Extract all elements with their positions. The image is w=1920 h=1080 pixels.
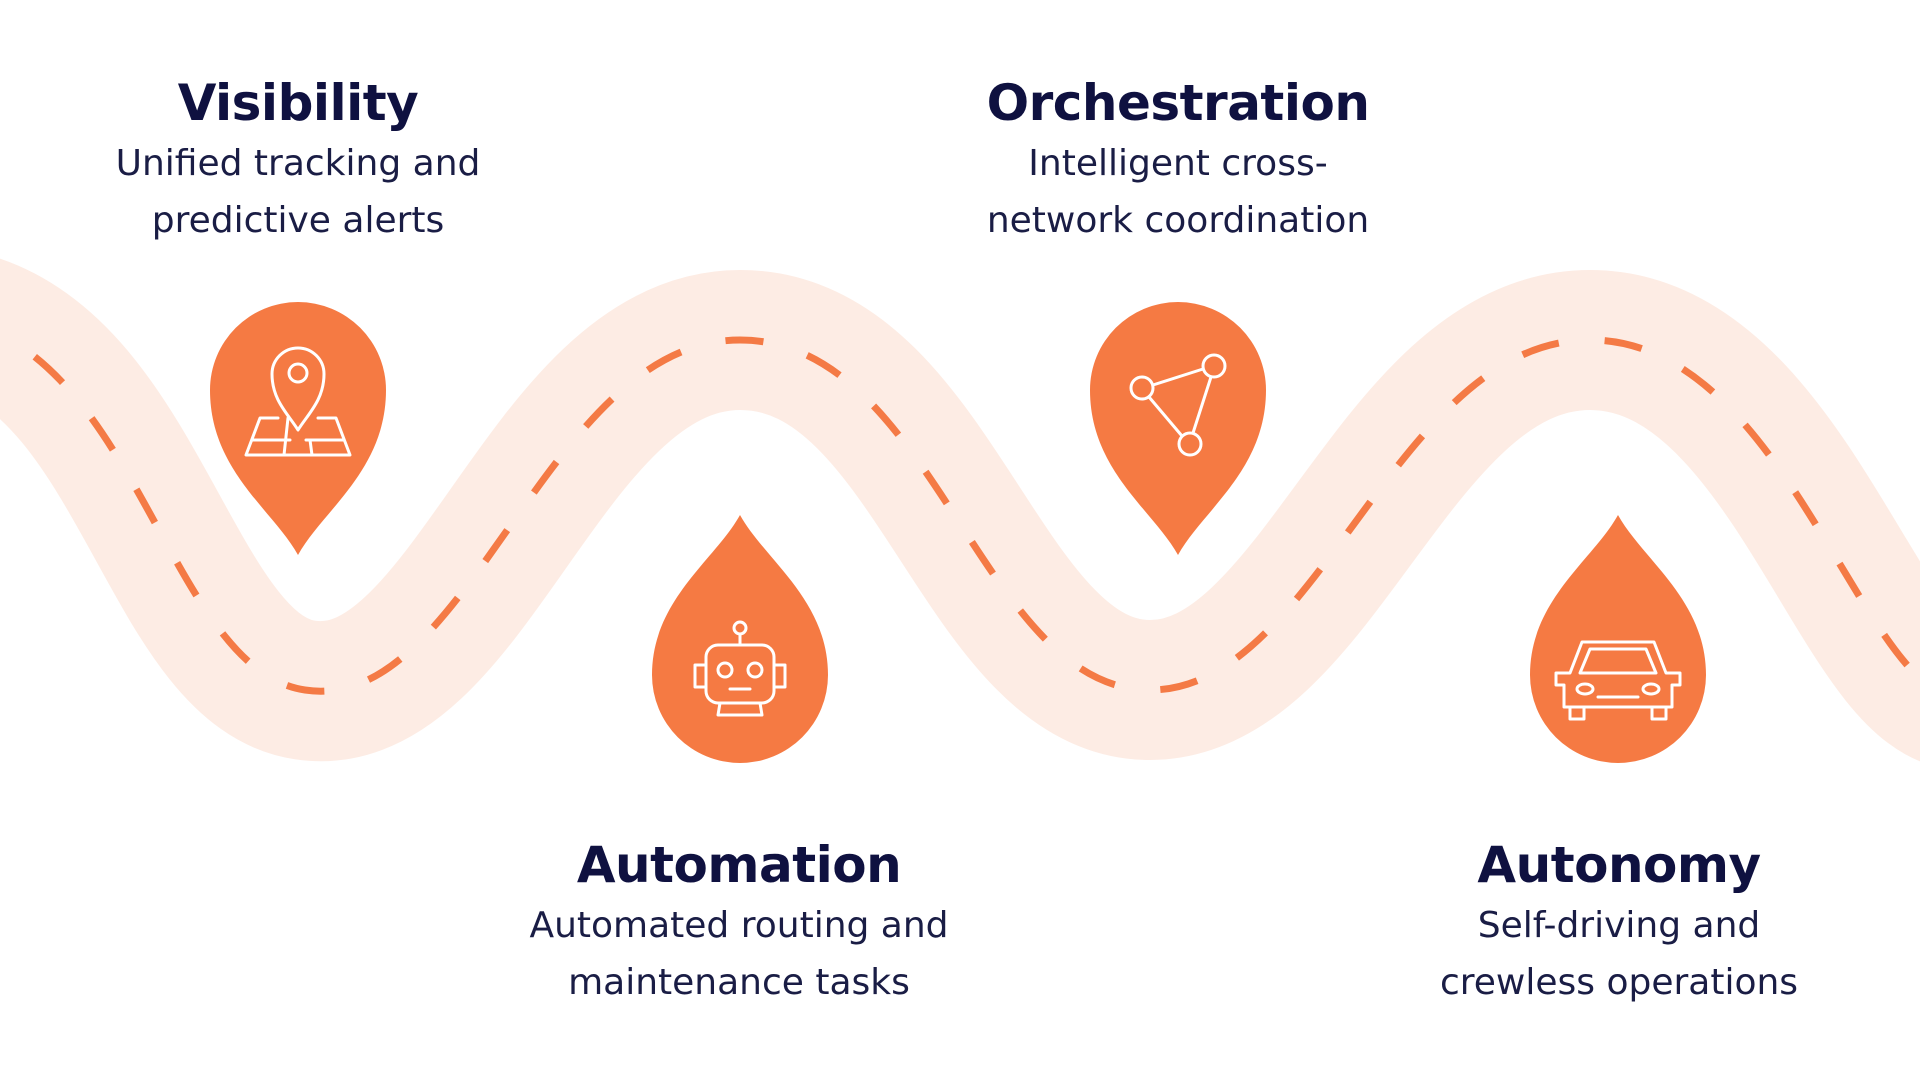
- stage-description-line: crewless operations: [1439, 962, 1799, 1003]
- stage-description-line: Automated routing and: [529, 905, 949, 946]
- orchestration-marker: [1090, 302, 1266, 555]
- stage-description-line: network coordination: [986, 200, 1370, 241]
- road-band: [0, 261, 1920, 762]
- stage-title: Visibility: [177, 74, 419, 132]
- stage-visibility: Visibility Unified tracking and predicti…: [18, 72, 578, 248]
- stage-description-line: Self-driving and: [1477, 905, 1761, 946]
- visibility-marker: [210, 302, 386, 555]
- stage-automation: Automation Automated routing and mainten…: [459, 834, 1019, 1010]
- stage-description-line: Intelligent cross-: [1028, 143, 1328, 184]
- pin-marker: [1090, 302, 1266, 555]
- stage-title: Automation: [576, 836, 902, 894]
- stage-description-line: maintenance tasks: [568, 962, 910, 1003]
- car-icon: [1554, 640, 1682, 721]
- automation-marker: [652, 515, 828, 763]
- map-pin-icon: [244, 346, 352, 457]
- stage-orchestration: Orchestration Intelligent cross- network…: [898, 72, 1458, 248]
- stage-title: Autonomy: [1477, 836, 1761, 894]
- drop-marker: [1530, 515, 1706, 763]
- robot-icon: [693, 620, 787, 717]
- autonomy-marker: [1530, 515, 1706, 763]
- stage-description-line: Unified tracking and: [115, 143, 481, 184]
- stage-autonomy: Autonomy Self-driving and crewless opera…: [1339, 834, 1899, 1010]
- stage-description-line: predictive alerts: [151, 200, 445, 241]
- stage-title: Orchestration: [986, 74, 1370, 132]
- network-nodes-icon: [1129, 353, 1227, 457]
